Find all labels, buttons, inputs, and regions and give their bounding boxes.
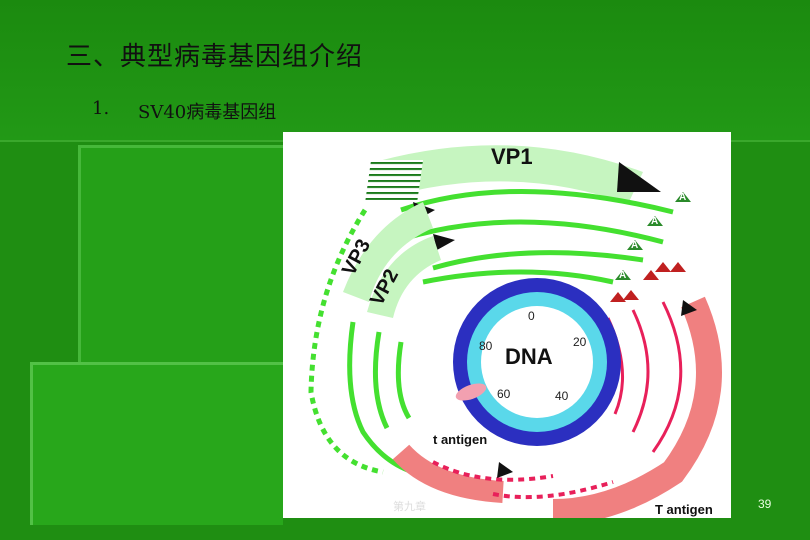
vp2-arrowhead (433, 234, 455, 250)
late-dashed-arc-2 (400, 189, 674, 215)
early-arc-bottom (392, 444, 504, 503)
late-dashed-arc-5 (422, 269, 614, 285)
svg-text:80: 80 (479, 339, 493, 353)
slide-title: 三、典型病毒基因组介绍 (66, 42, 364, 72)
sv40-genome-figure: VP1 VP3 VP2 A A A A (283, 132, 731, 518)
watermark-text: 第九章 (393, 499, 426, 513)
vp1-label: VP1 (491, 144, 533, 169)
t-antigen-arrowhead (681, 300, 697, 316)
vp3-band (343, 202, 433, 302)
vp1-hatch (365, 160, 424, 200)
svg-text:0: 0 (528, 309, 535, 323)
origin-marker (455, 383, 487, 401)
t-large-label: T antigen (655, 502, 713, 517)
slide-subtitle: SV40病毒基因组 (138, 102, 277, 123)
late-dashed-arc-4 (432, 250, 644, 271)
late-arc-left-3 (395, 341, 412, 420)
vp1-band (375, 145, 643, 204)
background-panel-lower (30, 362, 283, 525)
svg-text:40: 40 (555, 389, 569, 403)
late-arc-left-2 (372, 331, 390, 430)
late-dashed-arc-3 (392, 219, 664, 245)
svg-text:20: 20 (573, 335, 587, 349)
page-number: 39 (758, 497, 772, 511)
dna-label: DNA (505, 344, 553, 369)
svg-text:A: A (631, 240, 638, 251)
subtitle-number: 1. (92, 98, 110, 119)
svg-text:A: A (619, 270, 626, 281)
early-arc-large (552, 296, 722, 518)
polya-markers: A A A A (610, 192, 691, 302)
t-small-label: t antigen (433, 432, 487, 447)
early-arc-outer-line (651, 301, 683, 453)
vp2-band (367, 236, 441, 318)
t-small-arrowhead (497, 462, 513, 478)
late-dashed-arc-1 (308, 208, 384, 475)
early-dashed-lower (432, 460, 554, 482)
svg-text:60: 60 (497, 387, 511, 401)
svg-text:A: A (651, 216, 658, 227)
early-arc-mid-line (631, 309, 650, 433)
dna-ticks: 0 20 40 60 80 (479, 309, 587, 403)
svg-text:A: A (679, 192, 686, 203)
late-arc-left-1 (347, 321, 414, 475)
vp1-arrowhead (617, 162, 661, 192)
dna-center (481, 306, 593, 418)
early-dashed-bottom (492, 480, 614, 500)
background-top (0, 0, 810, 140)
